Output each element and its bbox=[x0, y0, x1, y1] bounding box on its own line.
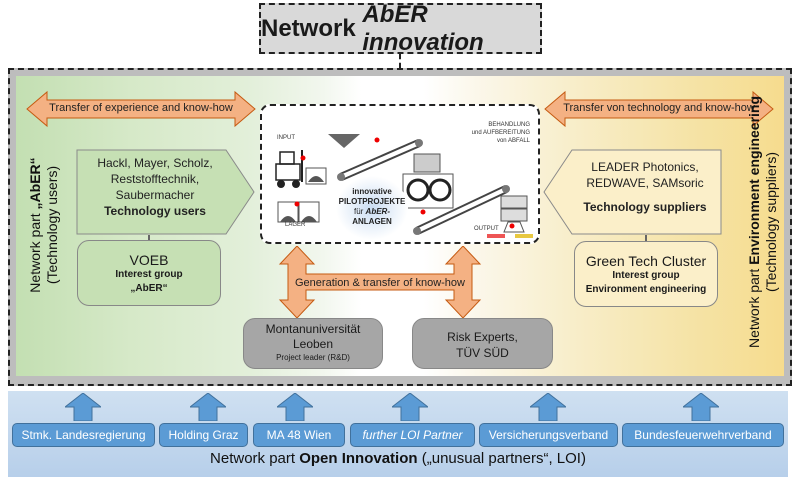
title-connector-line bbox=[399, 54, 401, 68]
pilot-projects-text: innovative PILOTPROJEKTE für AbER- ANLAG… bbox=[332, 187, 412, 227]
suppliers-line1: LEADER Photonics, bbox=[591, 160, 699, 174]
network-title-box: Network AbER innovation bbox=[259, 0, 542, 56]
red-dot-icon bbox=[509, 223, 515, 229]
leoben-line2: Leoben bbox=[292, 337, 334, 351]
right-label-sub: (Technology suppliers) bbox=[763, 151, 779, 293]
oi-caption-bold: Open Innovation bbox=[299, 450, 418, 467]
up-arrow-icon bbox=[190, 393, 226, 421]
partner-holding-graz: Holding Graz bbox=[159, 423, 248, 447]
gtc-line1: Interest group bbox=[612, 270, 680, 281]
partner-bundesfeuerwehrverband: Bundesfeuerwehrverband bbox=[622, 423, 784, 447]
suppliers-connector bbox=[645, 235, 647, 241]
storage-bins-icon bbox=[277, 201, 320, 223]
green-tech-cluster-box: Green Tech Cluster Interest group Enviro… bbox=[574, 241, 718, 307]
risk-line1: Risk Experts, bbox=[447, 330, 518, 344]
voeb-interest-group-box: VOEB Interest group „AbER“ bbox=[77, 240, 221, 306]
forklift-icon bbox=[275, 150, 327, 188]
right-label-prefix: Network part bbox=[746, 264, 762, 349]
open-innovation-caption: Network part Open Innovation („unusual p… bbox=[8, 450, 788, 467]
red-dot-icon bbox=[420, 209, 426, 215]
users-connector bbox=[148, 235, 150, 241]
red-dot-icon bbox=[374, 137, 380, 143]
input-label: INPUT bbox=[277, 135, 295, 141]
title-italic: AbER innovation bbox=[362, 0, 484, 56]
left-label-sub: (Technology users) bbox=[44, 165, 60, 285]
pilot-line1: innovative bbox=[352, 187, 392, 196]
risk-experts-box: Risk Experts, TÜV SÜD bbox=[412, 318, 553, 369]
crusher-gears-icon bbox=[402, 173, 454, 209]
oi-caption-suffix: („unusual partners“, LOI) bbox=[417, 450, 586, 467]
voeb-line1: Interest group bbox=[115, 269, 183, 280]
arrow-right-label: Transfer von technology and know-how bbox=[563, 102, 755, 114]
red-dot-icon bbox=[300, 155, 306, 161]
technology-users-box bbox=[76, 149, 255, 235]
pilot-line3-prefix: für bbox=[353, 207, 366, 216]
double-arrow-left-icon bbox=[26, 90, 256, 128]
partner-further-loi: further LOI Partner bbox=[350, 423, 475, 447]
gtc-name: Green Tech Cluster bbox=[585, 253, 707, 269]
partner-stmk-landesregierung: Stmk. Landesregierung bbox=[12, 423, 155, 447]
leoben-line3: Project leader (R&D) bbox=[276, 353, 350, 362]
pilot-line3-italic: AbER- bbox=[365, 207, 390, 216]
technology-users-text: Hackl, Mayer, Scholz, Reststofftechnik, … bbox=[80, 155, 230, 219]
lager-label: LAGER bbox=[285, 222, 306, 228]
up-arrow-icon bbox=[277, 393, 313, 421]
right-label-bold: Environment engineering bbox=[746, 95, 762, 265]
title-prefix: Network bbox=[261, 14, 356, 42]
process-label: BEHANDLUNG und AUFBEREITUNG von ABFALL bbox=[452, 121, 530, 145]
risk-line2: TÜV SÜD bbox=[456, 346, 509, 360]
red-dot-icon bbox=[294, 201, 300, 207]
up-arrow-icon bbox=[65, 393, 101, 421]
conveyor-belt-2-icon bbox=[413, 185, 510, 235]
partner-versicherungsverband: Versicherungsverband bbox=[479, 423, 618, 447]
waste-processing-drawing bbox=[275, 134, 533, 240]
double-arrow-center-icon bbox=[278, 246, 482, 318]
pilot-line2: PILOTPROJEKTE bbox=[338, 197, 406, 206]
process-line1: BEHANDLUNG bbox=[488, 122, 530, 128]
output-yellow-pile-icon bbox=[515, 234, 533, 238]
up-arrow-icon bbox=[530, 393, 566, 421]
up-arrow-icon bbox=[392, 393, 428, 421]
partner-ma48-wien: MA 48 Wien bbox=[253, 423, 345, 447]
suppliers-role: Technology suppliers bbox=[583, 200, 707, 214]
left-label-bold: „AbER“ bbox=[27, 157, 43, 210]
process-line3: von ABFALL bbox=[496, 138, 530, 144]
left-label-prefix: Network part bbox=[27, 209, 43, 293]
output-red-pile-icon bbox=[487, 234, 505, 238]
sorter-icon bbox=[500, 195, 528, 233]
montanuniversitaet-leoben-box: Montanuniversität Leoben Project leader … bbox=[243, 318, 383, 369]
left-network-part-label: Network part „AbER“ (Technology users) bbox=[27, 150, 61, 300]
up-arrow-icon bbox=[683, 393, 719, 421]
hopper-icon bbox=[328, 134, 360, 148]
oi-caption-prefix: Network part bbox=[210, 450, 300, 467]
suppliers-line2: REDWAVE, SAMsoric bbox=[586, 176, 704, 190]
center-glow bbox=[336, 176, 408, 240]
arrow-left-label: Transfer of experience and know-how bbox=[49, 102, 233, 114]
voeb-line2: „AbER“ bbox=[130, 283, 168, 294]
double-arrow-right-icon bbox=[544, 90, 774, 128]
funnel-icon bbox=[413, 153, 441, 173]
pilot-line4: ANLAGEN bbox=[352, 217, 392, 226]
right-network-part-label: Network part Environment engineering (Te… bbox=[746, 72, 780, 372]
users-role: Technology users bbox=[104, 204, 206, 218]
users-line2: Reststofftechnik, bbox=[110, 172, 200, 186]
leoben-line1: Montanuniversität bbox=[265, 322, 361, 336]
conveyor-belt-1-icon bbox=[337, 139, 423, 181]
process-line2: und AUFBEREITUNG bbox=[471, 130, 530, 136]
gtc-line2: Environment engineering bbox=[585, 284, 707, 295]
pilot-plant-illustration: INPUT LAGER OUTPUT BEHANDLUNG und AUFBER… bbox=[260, 104, 540, 244]
arrow-center-label: Generation & transfer of know-how bbox=[295, 277, 465, 289]
users-line3: Saubermacher bbox=[115, 188, 195, 202]
output-label: OUTPUT bbox=[474, 226, 499, 232]
voeb-name: VOEB bbox=[129, 252, 169, 268]
technology-suppliers-text: LEADER Photonics, REDWAVE, SAMsoric Tech… bbox=[575, 159, 715, 215]
technology-suppliers-box bbox=[543, 149, 722, 235]
users-line1: Hackl, Mayer, Scholz, bbox=[97, 156, 213, 170]
